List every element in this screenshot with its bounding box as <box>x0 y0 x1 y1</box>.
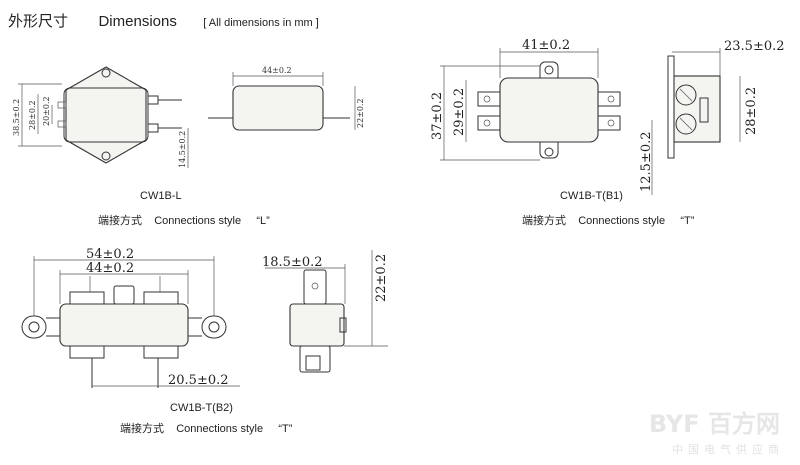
title-cn: 外形尺寸 <box>8 13 69 30</box>
caption-cw1b-l: CW1B-L <box>140 190 182 202</box>
dim-20-5: 20.5±0.2 <box>168 373 229 388</box>
watermark-logo: BYF 百方网 <box>649 404 780 439</box>
caption-cw1b-t-b2: CW1B-T(B2) <box>170 402 233 414</box>
style-code: “L” <box>256 215 270 227</box>
dim-38-5: 38.5±0.2 <box>12 99 21 136</box>
style-cn: 端接方式 <box>98 215 142 227</box>
dim-22: 22±0.2 <box>356 98 365 128</box>
cw1b-t-b1-front-view <box>440 48 621 161</box>
style-en: Connections style <box>154 215 242 227</box>
dimensions-header: 外形尺寸 Dimensions [ All dimensions in mm ] <box>8 10 319 31</box>
style-code: “T” <box>278 423 293 435</box>
dim-12-5: 12.5±0.2 <box>639 131 654 192</box>
cw1b-t-b1-side-labels: 23.5±0.2 28±0.2 12.5±0.2 <box>639 39 785 192</box>
style-cn: 端接方式 <box>522 215 566 227</box>
caption-cw1b-t-b1: CW1B-T(B1) <box>560 190 623 202</box>
style-cw1b-l: 端接方式 Connections style “L” <box>98 212 270 228</box>
style-en: Connections style <box>176 423 264 435</box>
title-en: Dimensions <box>98 13 177 30</box>
style-code: “T” <box>680 215 695 227</box>
watermark-logo-text: BYF <box>648 410 700 438</box>
style-cw1b-t-b2: 端接方式 Connections style “T” <box>120 420 292 436</box>
dim-18-5: 18.5±0.2 <box>262 255 323 270</box>
dim-44-b2: 44±0.2 <box>86 261 134 276</box>
cw1b-t-b2-front-view <box>21 256 240 388</box>
dim-28: 28±0.2 <box>28 100 37 130</box>
cw1b-t-b2-side-view <box>265 250 388 373</box>
watermark-sub: 中国电气供应商 <box>672 444 784 456</box>
cw1b-t-b1-side-view <box>651 48 741 195</box>
units-note: [ All dimensions in mm ] <box>203 17 319 29</box>
dim-41: 41±0.2 <box>522 38 570 53</box>
cw1b-l-dim-labels: 38.5±0.2 28±0.2 20±0.2 14.5±0.2 <box>12 96 187 168</box>
dim-29: 29±0.2 <box>452 88 467 136</box>
cw1b-t-b2-dim-labels: 54±0.2 44±0.2 20.5±0.2 <box>86 247 229 388</box>
style-en: Connections style <box>578 215 666 227</box>
dim-23-5: 23.5±0.2 <box>724 39 785 54</box>
watermark-cn: 百方网 <box>708 410 780 438</box>
style-cn: 端接方式 <box>120 423 164 435</box>
cw1b-l-front-view <box>18 66 189 168</box>
dim-44: 44±0.2 <box>262 66 292 75</box>
style-cw1b-t-b1: 端接方式 Connections style “T” <box>522 212 694 228</box>
dim-14-5: 14.5±0.2 <box>178 131 187 168</box>
dim-22-b2: 22±0.2 <box>374 254 389 302</box>
cw1b-l-side-view: 44±0.2 22±0.2 <box>208 66 365 131</box>
dim-20: 20±0.2 <box>42 96 51 126</box>
cw1b-t-b2-side-labels: 18.5±0.2 22±0.2 <box>262 254 389 302</box>
dim-28-b1: 28±0.2 <box>744 87 759 135</box>
dim-54: 54±0.2 <box>86 247 134 262</box>
dim-37: 37±0.2 <box>430 92 445 140</box>
cw1b-t-b1-dim-labels: 41±0.2 37±0.2 29±0.2 <box>430 38 570 140</box>
